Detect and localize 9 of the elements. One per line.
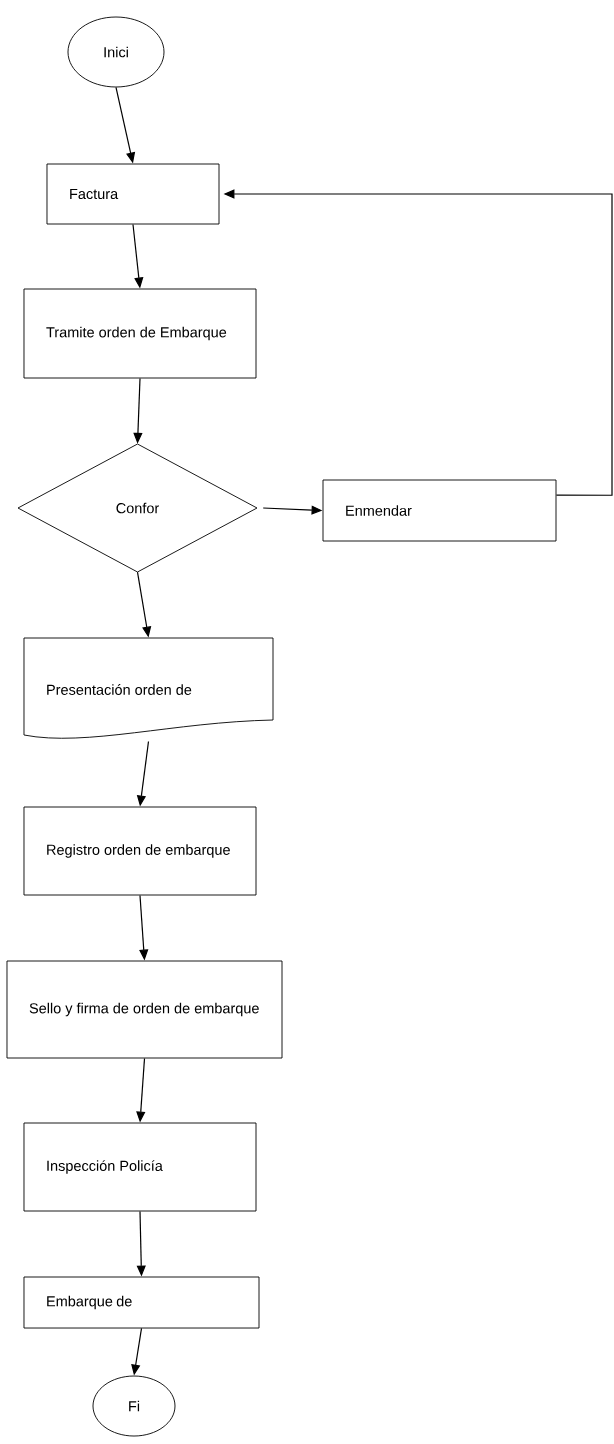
process-box: Embarque de xyxy=(23,1276,260,1329)
process-box: Enmendar xyxy=(322,479,557,542)
process-box: Sello y firma de orden de embarque xyxy=(6,960,283,1059)
process-box: Factura xyxy=(46,163,220,225)
process-box: Tramite orden de Embarque xyxy=(23,288,257,379)
end-oval: Fi xyxy=(92,1375,176,1437)
process-box: Registro orden de embarque xyxy=(23,806,257,896)
start-oval: Inici xyxy=(67,16,165,88)
process-box: Inspección Policía xyxy=(23,1122,257,1212)
